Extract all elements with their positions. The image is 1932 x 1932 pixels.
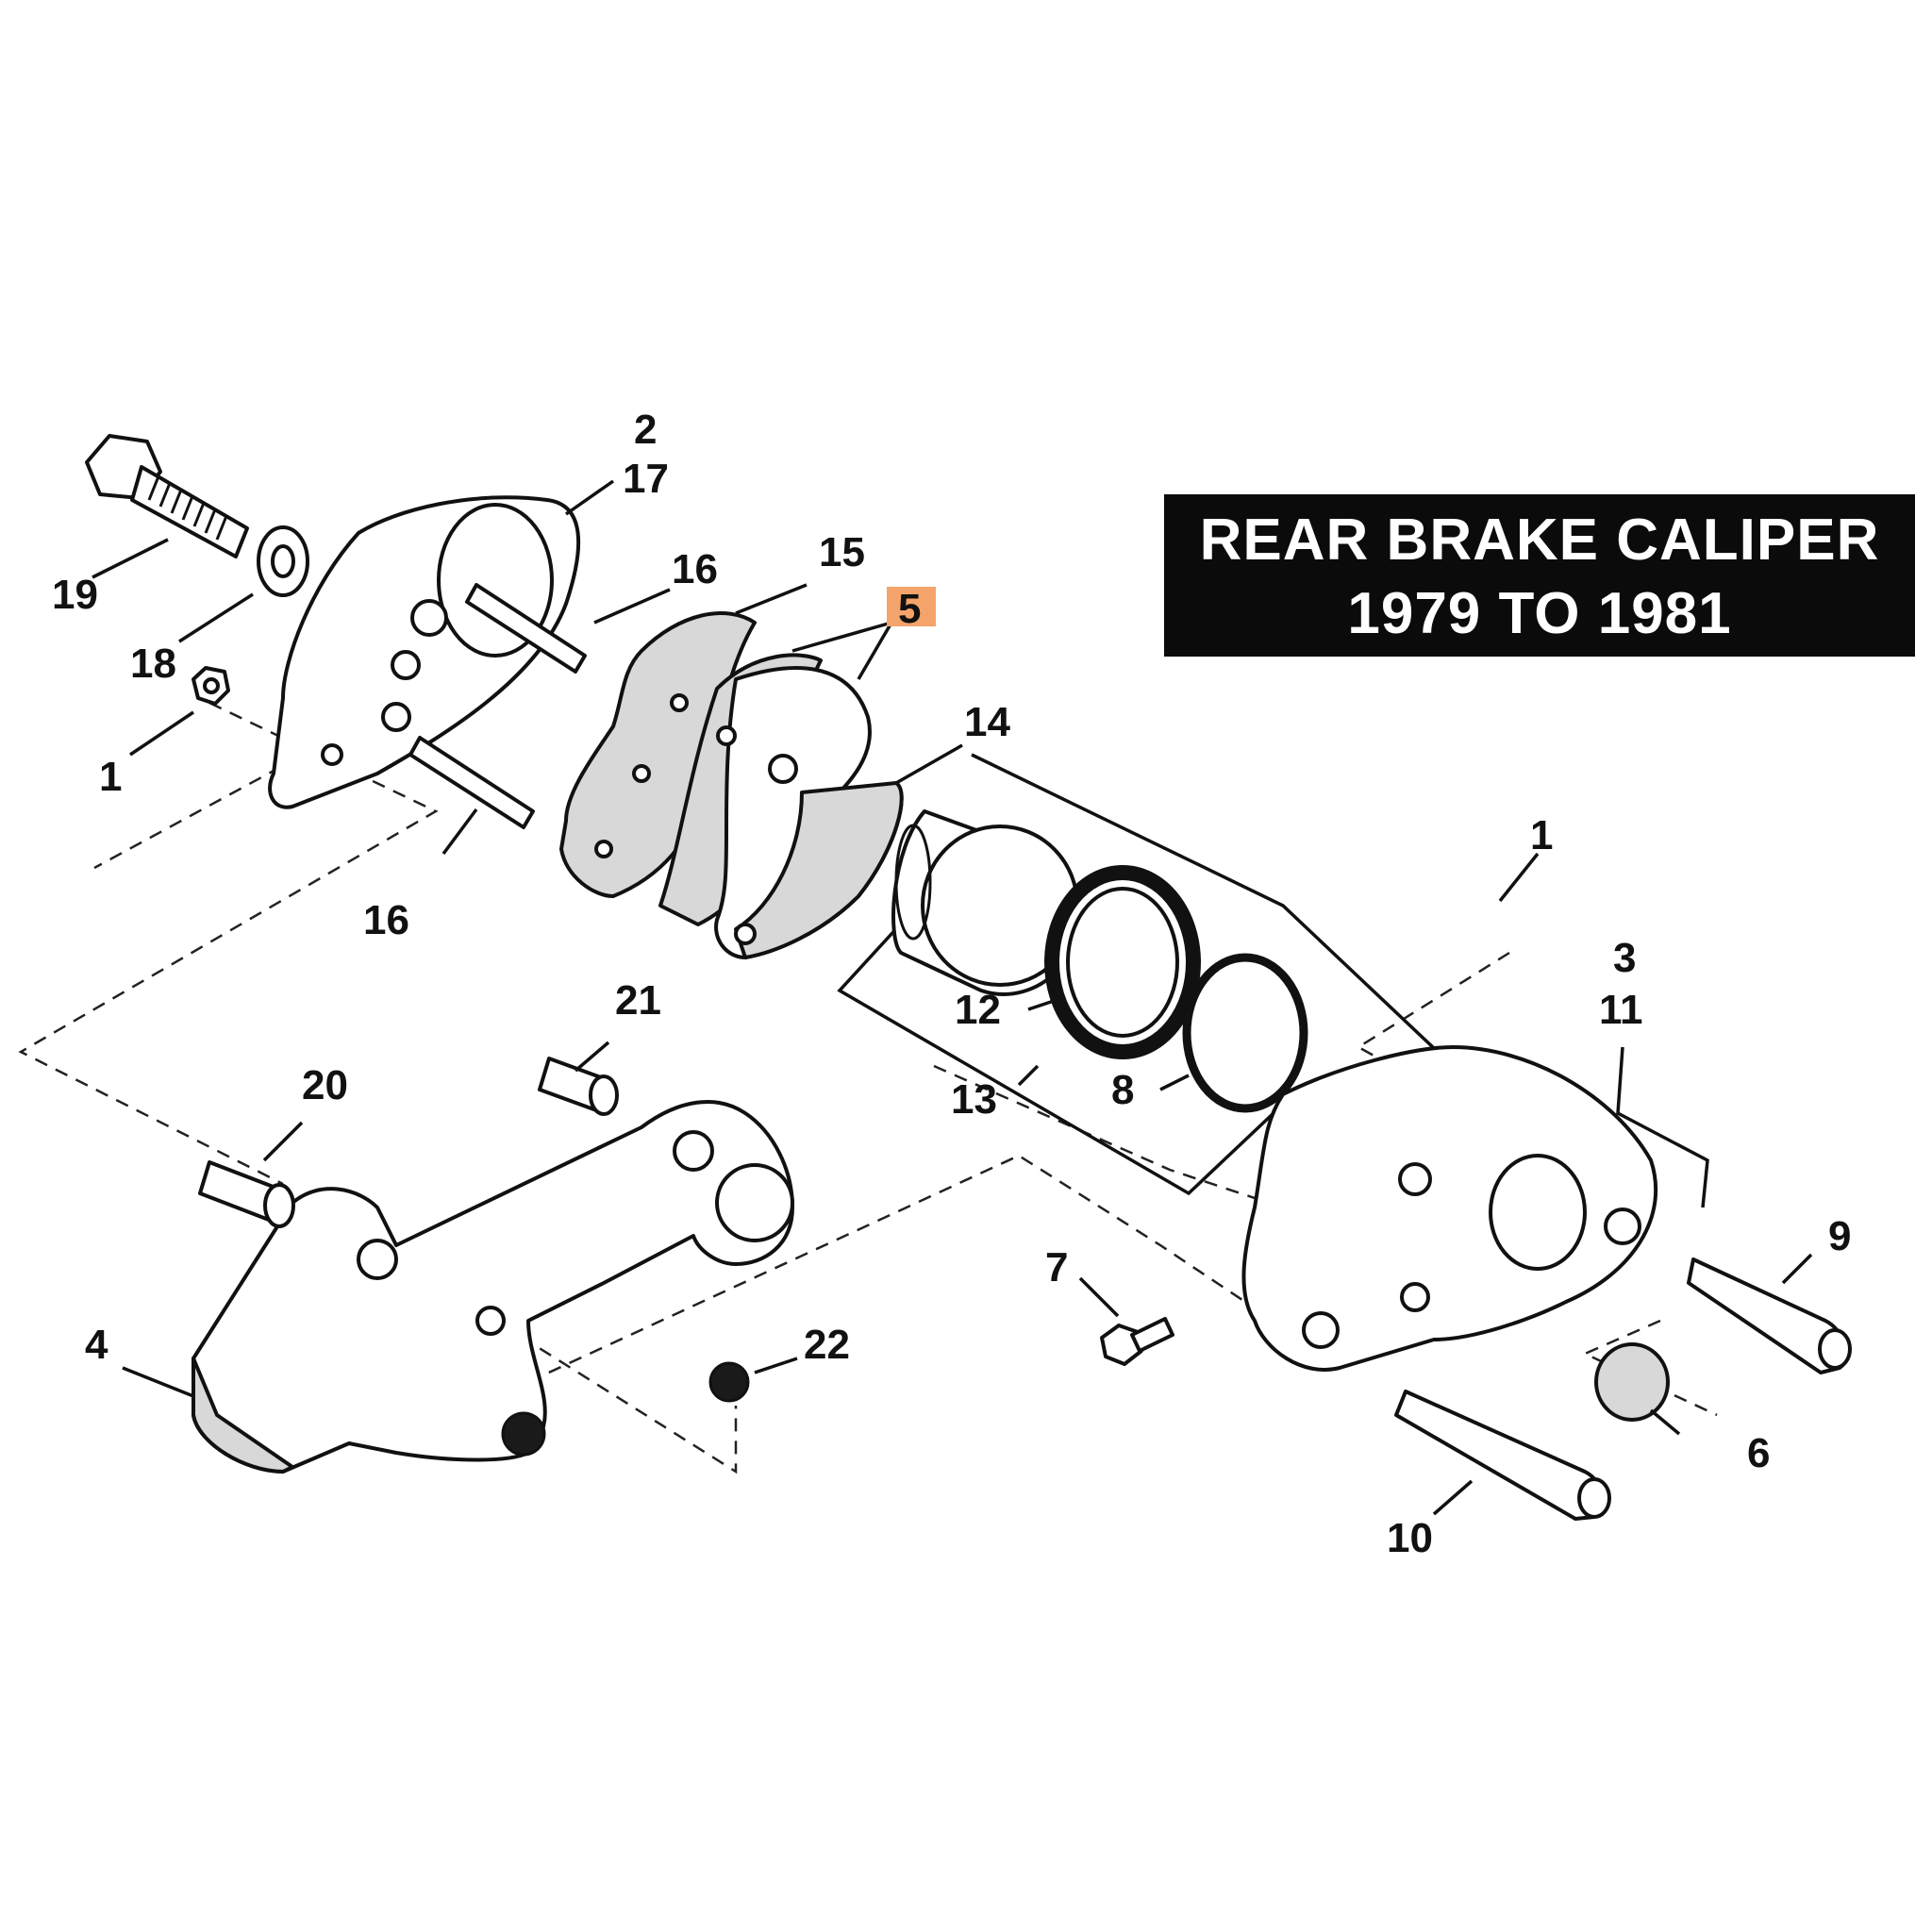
callout-12: 12 [955,987,1001,1033]
callout-21: 21 [615,977,661,1024]
bushing-part-21 [538,1057,619,1116]
callout-labels: 19 18 1 2 17 16 15 5 14 16 21 20 4 22 12… [52,407,1851,1561]
callout-10: 10 [1387,1515,1433,1561]
nut-part-1-left [192,666,230,706]
ball-part-22 [708,1361,750,1403]
bushing-part-20 [198,1160,295,1228]
callout-4: 4 [85,1322,108,1368]
callout-15: 15 [819,529,865,575]
callout-16-upper: 16 [672,546,718,592]
callout-9: 9 [1828,1213,1851,1259]
callout-18: 18 [130,641,176,687]
callout-1-right: 1 [1530,812,1553,858]
callout-8: 8 [1111,1067,1134,1113]
bracket-part-14-group [971,753,1455,1068]
callout-20: 20 [302,1062,348,1108]
dust-boot-part-13 [1044,865,1201,1059]
callout-16-lower: 16 [363,897,409,943]
bracket-part-13-group [837,875,1275,1196]
callout-5: 5 [898,586,921,632]
callout-7: 7 [1045,1244,1068,1291]
callout-3: 3 [1613,935,1636,981]
caliper-housing-part-3-11 [1241,1045,1658,1372]
brake-pad-part-15 [559,611,757,898]
pin-part-16-upper [465,583,587,674]
title-line-1: REAR BRAKE CALIPER [1199,508,1880,573]
cap-part-6 [1594,1342,1670,1422]
o-ring-part-8 [1182,953,1308,1113]
caliper-bracket-part-4 [192,1100,794,1474]
callout-19: 19 [52,572,98,618]
bolt-part-19 [85,434,249,558]
leader-lines [92,479,1813,1516]
pin-part-16-lower [408,736,535,829]
bleeder-screw-part-7 [1100,1317,1174,1366]
callout-2: 2 [634,407,657,453]
callout-13: 13 [951,1076,997,1123]
callout-5-highlight [887,587,936,626]
title-line-2: 1979 TO 1981 [1347,581,1732,646]
pin-bolt-part-10 [1394,1390,1611,1521]
washer-part-18 [257,525,309,597]
callout-11: 11 [1599,987,1643,1033]
callout-17: 17 [623,456,669,502]
callout-22: 22 [804,1322,850,1368]
pin-bolt-part-9 [1687,1257,1852,1374]
callout-1-left: 1 [99,754,122,800]
callout-14: 14 [964,699,1010,745]
diagram-title-box: REAR BRAKE CALIPER 1979 TO 1981 [1164,494,1915,657]
callout-6: 6 [1747,1430,1770,1476]
brake-pad-part-5 [658,653,904,959]
piston-part-12 [891,809,1079,996]
